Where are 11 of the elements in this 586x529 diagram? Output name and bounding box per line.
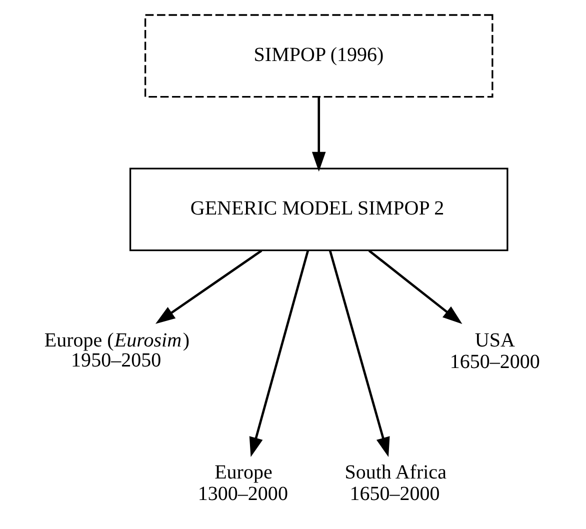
- node-text: Europe (Eurosim) 1950–2050: [44, 329, 190, 372]
- node-text: USA 1650–2000: [450, 329, 540, 374]
- arrow: [249, 250, 310, 457]
- node-text: Europe 1300–2000: [198, 461, 288, 505]
- arrow: [155, 250, 262, 324]
- node-box: GENERIC MODEL SIMPOP 2: [129, 168, 508, 252]
- arrow: [328, 250, 390, 457]
- node-text: South Africa 1650–2000: [344, 461, 446, 505]
- arrow: [368, 250, 462, 324]
- node-box: SIMPOP (1996): [144, 14, 494, 98]
- arrow: [312, 97, 326, 172]
